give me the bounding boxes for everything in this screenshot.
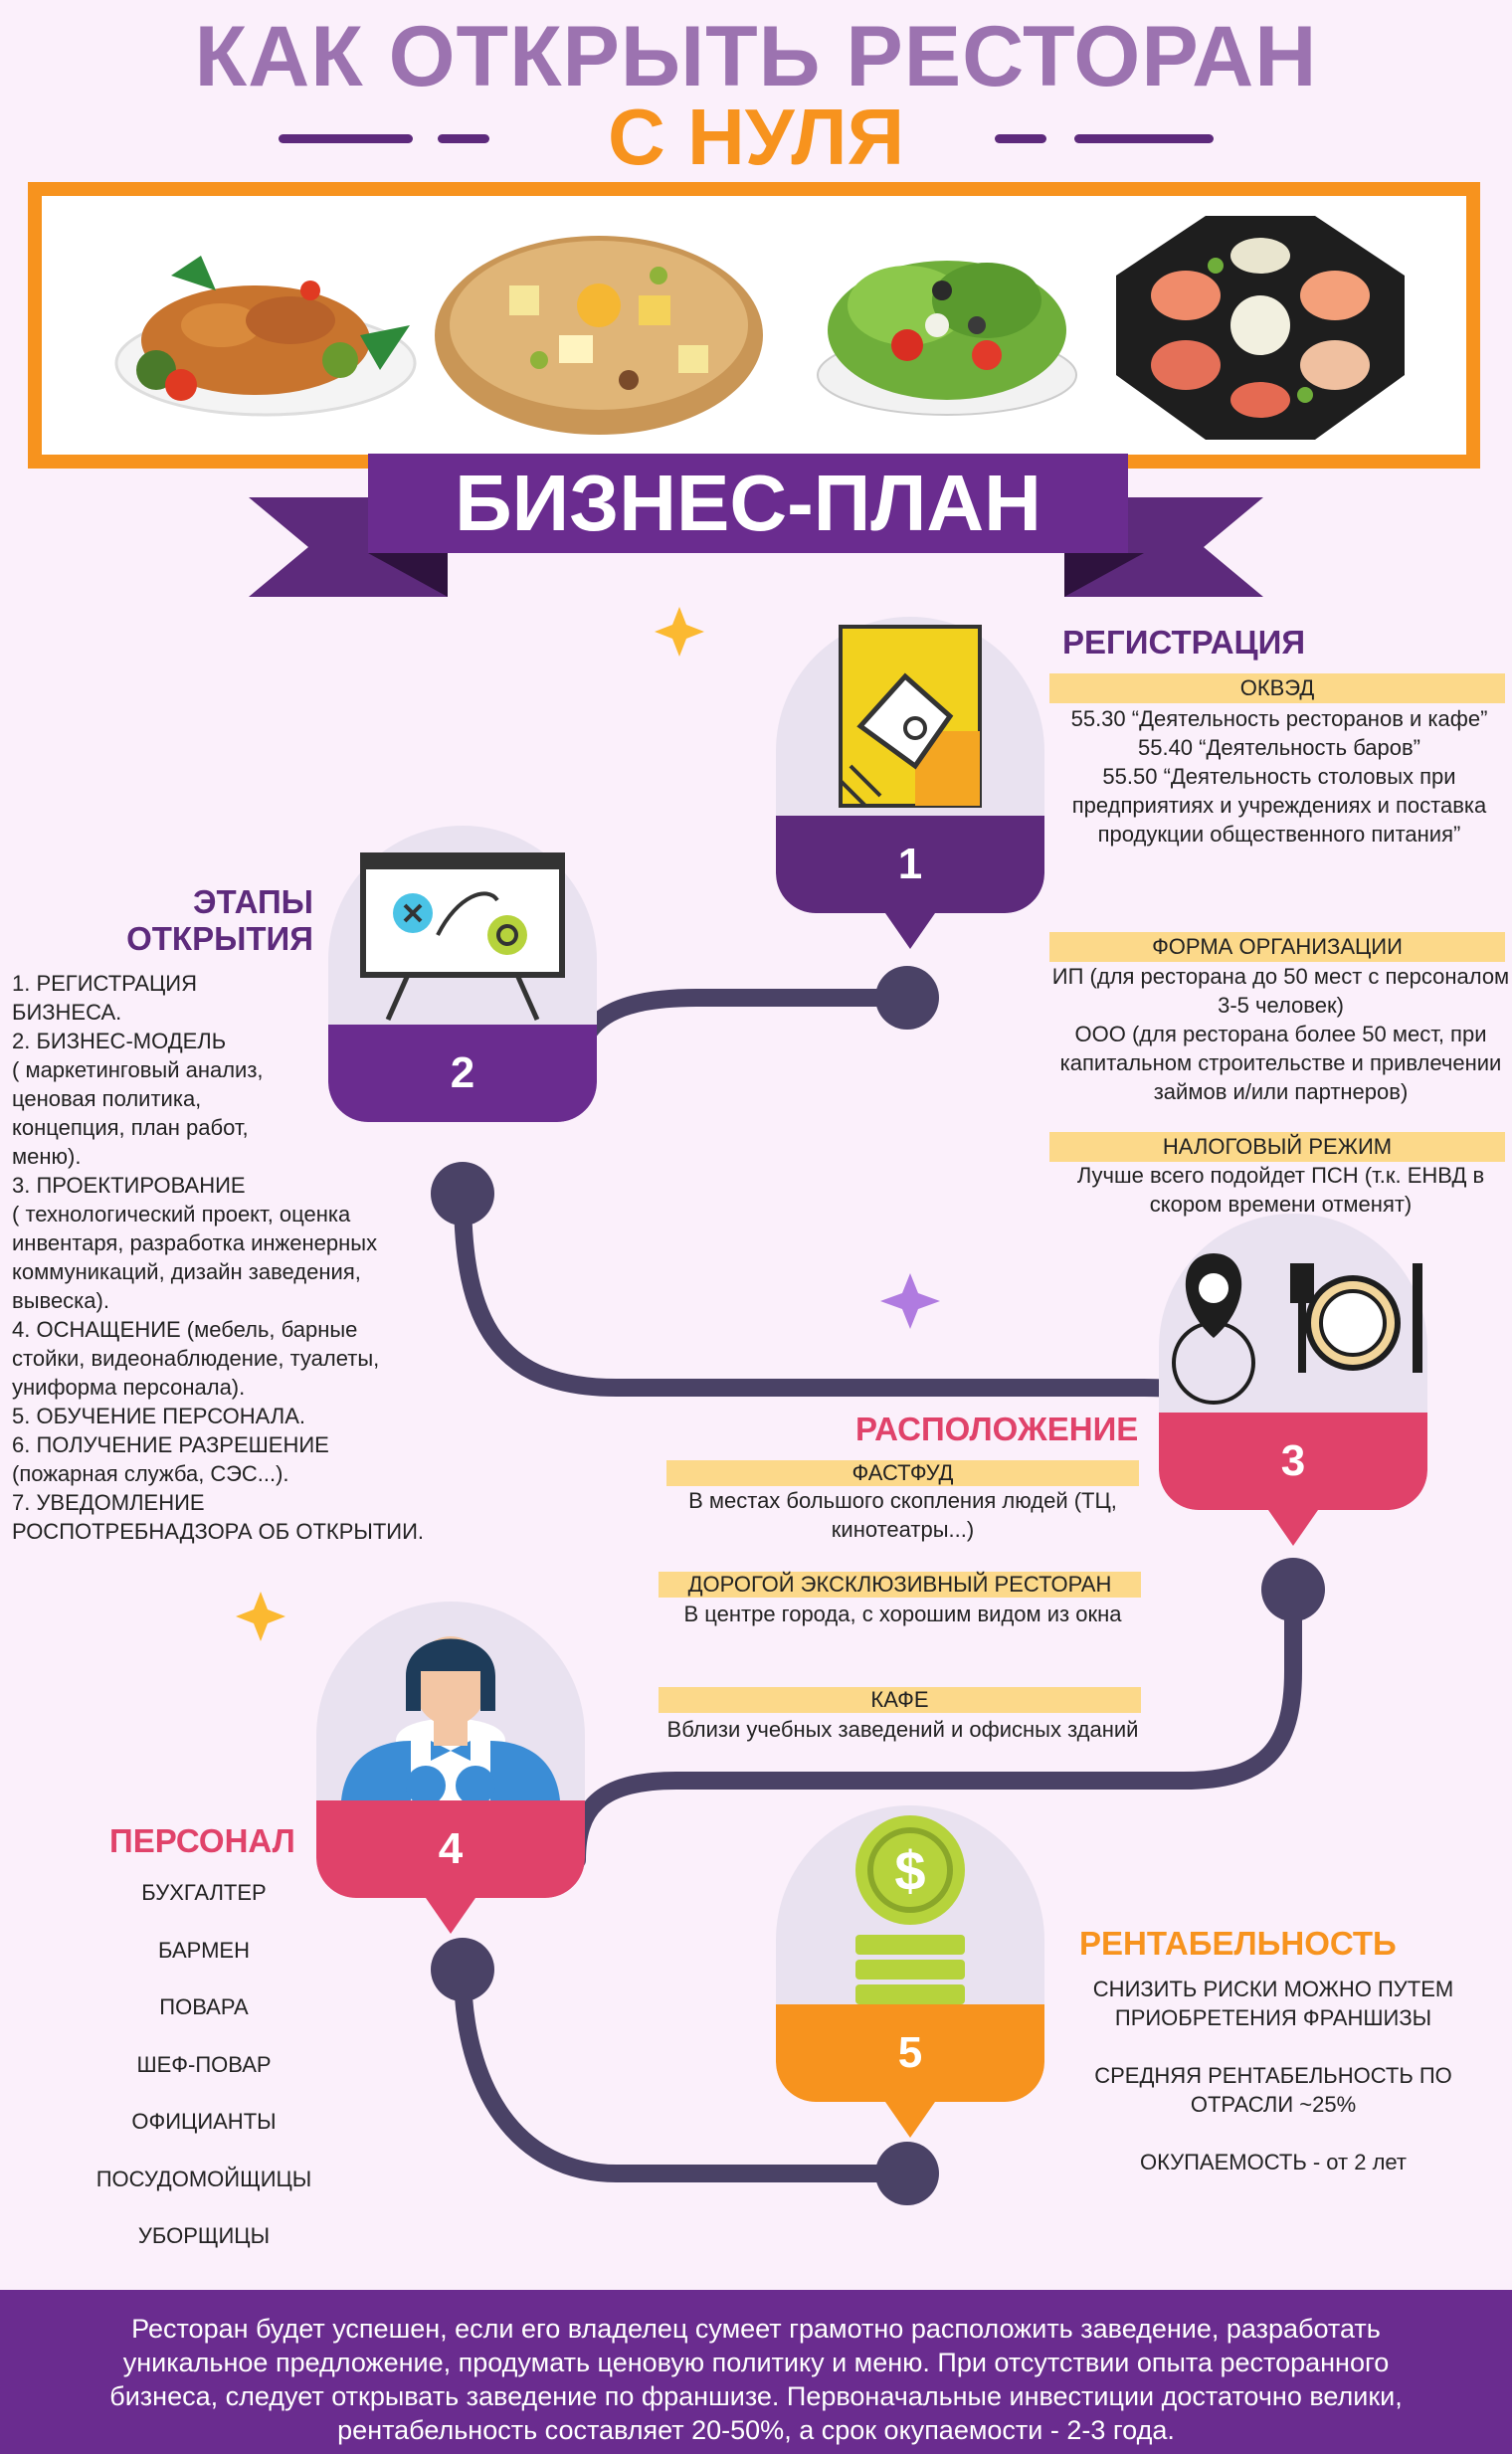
strategy-board-icon xyxy=(360,852,565,1022)
footer-summary: Ресторан будет успешен, если его владеле… xyxy=(0,2290,1512,2454)
pointer-arrow xyxy=(885,2102,935,2138)
stages-heading-1: ЭТАПЫ xyxy=(193,883,313,920)
exclusive-label: ДОРОГОЙ ЭКСКЛЮЗИВНЫЙ РЕСТОРАН xyxy=(659,1572,1141,1598)
staff-heading: ПЕРСОНАЛ xyxy=(109,1822,295,1859)
pointer-arrow xyxy=(885,913,935,949)
registration-heading: РЕГИСТРАЦИЯ xyxy=(1062,624,1306,661)
okved-text: 55.30 “Деятельность ресторанов и кафе” 5… xyxy=(1070,706,1488,847)
pointer-arrow xyxy=(1268,1510,1318,1546)
title-line-2: С НУЛЯ xyxy=(607,93,905,181)
tax-text: Лучше всего подойдет ПСН (т.к. ЕНВД в ск… xyxy=(1076,1163,1485,1217)
staff-item: БУХГАЛТЕР xyxy=(141,1880,267,1905)
fastfood-text: В местах большого скопления людей (ТЦ, к… xyxy=(688,1488,1117,1542)
svg-text:$: $ xyxy=(894,1839,925,1902)
stages-text: 1. РЕГИСТРАЦИЯ БИЗНЕСА. 2. БИЗНЕС-МОДЕЛЬ… xyxy=(12,971,425,1544)
step-number-1: 1 xyxy=(776,816,1044,913)
location-dinner-icon xyxy=(1172,1253,1422,1405)
staff-item: ПОВАРА xyxy=(159,1994,249,2019)
profit-text-1: СНИЗИТЬ РИСКИ МОЖНО ПУТЕМ ПРИОБРЕТЕНИЯ Ф… xyxy=(1092,1977,1454,2030)
stages-heading-2: ОТКРЫТИЯ xyxy=(126,920,313,957)
business-plan-banner: БИЗНЕС-ПЛАН xyxy=(368,454,1128,553)
staff-item: БАРМЕН xyxy=(158,1938,250,1963)
staff-item: УБОРЩИЦЫ xyxy=(137,2223,271,2248)
profit-text-3: ОКУПАЕМОСТЬ - от 2 лет xyxy=(1139,2150,1408,2174)
title-dash xyxy=(438,134,489,143)
staff-item: ШЕФ-ПОВАР xyxy=(136,2052,272,2077)
title-dash xyxy=(1074,134,1214,143)
sparkle-icon xyxy=(880,1273,940,1329)
step-card-5: $ 5 xyxy=(776,1805,1044,2102)
fastfood-label: ФАСТФУД xyxy=(666,1460,1139,1486)
step-number-3: 3 xyxy=(1159,1413,1427,1510)
step-number-2: 2 xyxy=(328,1025,597,1122)
pointer-arrow xyxy=(426,1898,475,1934)
sparkle-icon xyxy=(655,607,704,657)
title-dash xyxy=(995,134,1046,143)
cafe-label: КАФЕ xyxy=(659,1687,1141,1713)
title-line-1: КАК ОТКРЫТЬ РЕСТОРАН xyxy=(194,9,1318,104)
food-image-cheese xyxy=(435,236,763,435)
staff-item: ОФИЦИАНТЫ xyxy=(131,2109,277,2134)
profit-heading: РЕНТАБЕЛЬНОСТЬ xyxy=(1079,1925,1397,1962)
profit-text-2: СРЕДНЯЯ РЕНТАБЕЛЬНОСТЬ ПО ОТРАСЛИ ~25% xyxy=(1094,2063,1452,2117)
food-image-meat xyxy=(114,256,417,417)
location-heading: РАСПОЛОЖЕНИЕ xyxy=(855,1411,1139,1447)
step-card-2: 2 xyxy=(328,826,597,1122)
food-image-salad xyxy=(817,261,1077,416)
exclusive-text: В центре города, с хорошим видом из окна xyxy=(683,1602,1122,1626)
step-card-4: 4 xyxy=(316,1602,585,1898)
org-form-label: ФОРМА ОРГАНИЗАЦИИ xyxy=(1049,932,1505,962)
step-card-1: 1 xyxy=(776,617,1044,913)
sparkle-icon xyxy=(236,1592,285,1641)
okved-label: ОКВЭД xyxy=(1049,673,1505,703)
food-image-seafood xyxy=(1116,216,1405,440)
step-number-4: 4 xyxy=(316,1800,585,1898)
tax-label: НАЛОГОВЫЙ РЕЖИМ xyxy=(1049,1132,1505,1162)
pen-document-icon xyxy=(839,625,982,808)
org-form-text: ИП (для ресторана до 50 мест с персонало… xyxy=(1051,964,1510,1104)
title-dash xyxy=(279,134,413,143)
step-number-5: 5 xyxy=(776,2004,1044,2102)
cafe-text: Вблизи учебных заведений и офисных здани… xyxy=(666,1717,1139,1742)
staff-item: ПОСУДОМОЙЩИЦЫ xyxy=(95,2167,312,2191)
coin-stack-icon: $ xyxy=(855,1815,965,2004)
waitress-icon xyxy=(341,1636,560,1805)
step-card-3: 3 xyxy=(1159,1214,1427,1510)
